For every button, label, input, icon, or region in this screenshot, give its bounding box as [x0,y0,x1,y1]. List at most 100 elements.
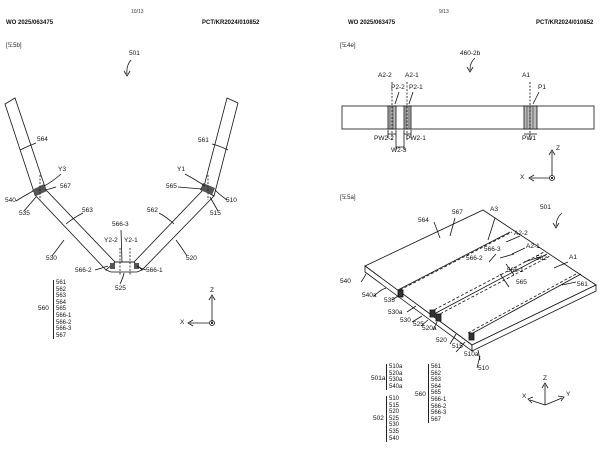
legend-item: 540a [389,383,403,390]
axis-bottom-y-label: Y [566,391,571,398]
axis-z-label: Z [210,287,214,294]
ref-460-2b: 460-2b [460,50,481,57]
ref-501: 501 [129,50,140,57]
label-510: 510 [226,197,237,204]
legend-501a-prefix: 501a [371,375,386,382]
legend-item: 562 [431,370,442,377]
legend-item: 564 [431,383,442,390]
label-a2-2-b: A2-2 [514,230,528,237]
label-510-b: 510 [478,365,489,372]
label-a2-2: A2-2 [378,72,392,79]
legend-item: 520a [389,370,403,377]
label-564-b: 564 [418,217,429,224]
figure-top-label: [도4e] [340,43,356,49]
label-566-1: 566-1 [146,267,163,274]
label-pw1: PW1 [522,135,537,142]
application-number: PCT/KR2024/010852 [202,20,260,26]
legend-item: 566-1 [56,312,72,319]
legend-item: 561 [56,280,67,286]
patent-page-left: 10/13 WO 2025/063475 PCT/KR2024/010852 [… [4,9,260,340]
ref-501-b: 501 [540,204,551,211]
label-561-b: 561 [577,281,588,288]
legend-item: 520 [389,409,400,416]
legend-item: 567 [56,332,67,339]
legend-item: 566-3 [56,326,72,333]
label-530-b: 530 [400,317,411,324]
figure-label: [도5b] [6,43,22,49]
label-pw2-1: PW2-1 [406,135,426,142]
label-515-b: 515 [452,343,463,350]
legend-502-list: 510 515 520 525 530 535 540 [386,396,400,443]
legend-560-list-b: 561 562 563 564 565 566-1 566-2 566-3 56… [428,364,447,424]
label-a1: A1 [522,72,530,79]
label-p2-1: P2-1 [409,84,423,91]
legend-item: 510 [389,396,400,402]
legend-item: 510a [389,364,403,370]
label-540-b: 540 [340,278,351,285]
legend-item: 562 [56,286,67,293]
figure-4e-5a-drawing [341,57,597,406]
label-561: 561 [198,137,209,144]
label-a2-1-b: A2-1 [526,243,540,250]
label-525: 525 [115,285,126,292]
legend-item: 565 [56,306,67,313]
label-564: 564 [37,136,48,143]
label-567: 567 [60,183,71,190]
legend-560-prefix-b: 560 [415,391,426,398]
legend-item: 563 [56,293,67,300]
page-number: 9/13 [439,9,449,15]
legend-501a-list: 510a 520a 530a 540a [386,364,403,391]
label-566-2-b: 566-2 [466,255,483,262]
legend-502-prefix: 502 [373,415,384,422]
label-562-b: 562 [536,255,547,262]
label-535: 535 [19,210,30,217]
label-520: 520 [186,255,197,262]
page-number: 10/13 [131,9,144,15]
legend-item: 540 [389,435,400,442]
label-535-b: 535 [384,297,395,304]
figure-5b-drawing [4,59,239,327]
legend-item: 563 [431,377,442,384]
label-540a-b: 540a [362,292,377,299]
legend-item: 566-3 [431,410,447,417]
legend-item: 535 [389,428,400,435]
legend-item: 565 [431,390,442,397]
label-520-b: 520 [436,337,447,344]
label-y1: Y1 [177,166,185,173]
legend-item: 525 [389,415,400,422]
label-p2-2: P2-2 [391,84,405,91]
label-p1: P1 [538,84,546,91]
axis-top-z-label: Z [556,145,560,152]
figure-bottom-label: [도5a] [340,195,356,201]
patent-page-right: 9/13 WO 2025/063475 PCT/KR2024/010852 [도… [300,0,600,475]
application-number: PCT/KR2024/010852 [536,20,594,26]
axis-top-x-label: X [520,174,525,181]
label-566-3-b: 566-3 [484,246,501,253]
legend-item: 564 [56,299,67,306]
label-w2-3: W2-3 [391,147,407,154]
label-565: 565 [166,183,177,190]
label-a3: A3 [490,206,498,213]
legend-item: 515 [389,402,400,409]
label-565-b: 565 [516,279,527,286]
label-567-b: 567 [452,209,463,216]
label-y2-1: Y2-1 [124,237,138,244]
axis-bottom-x-label: X [522,393,527,400]
legend-560-prefix: 560 [38,305,49,312]
label-540: 540 [5,197,16,204]
legend-item: 566-2 [431,403,447,410]
legend-560-list: 561 562 563 564 565 566-1 566-2 566-3 56… [53,280,72,340]
label-y2-2: Y2-2 [104,237,118,244]
label-530: 530 [46,255,57,262]
label-y3: Y3 [58,166,66,173]
publication-number: WO 2025/063475 [348,20,396,26]
axis-x-label: X [180,319,185,326]
label-566-1-b: 566-1 [507,267,524,274]
label-a1-b: A1 [569,254,577,261]
label-566-3: 566-3 [112,221,129,228]
label-562: 562 [147,207,158,214]
label-515: 515 [210,210,221,217]
label-566-2: 566-2 [75,267,92,274]
legend-item: 566-1 [431,396,447,403]
label-520a-b: 520a [422,325,437,332]
